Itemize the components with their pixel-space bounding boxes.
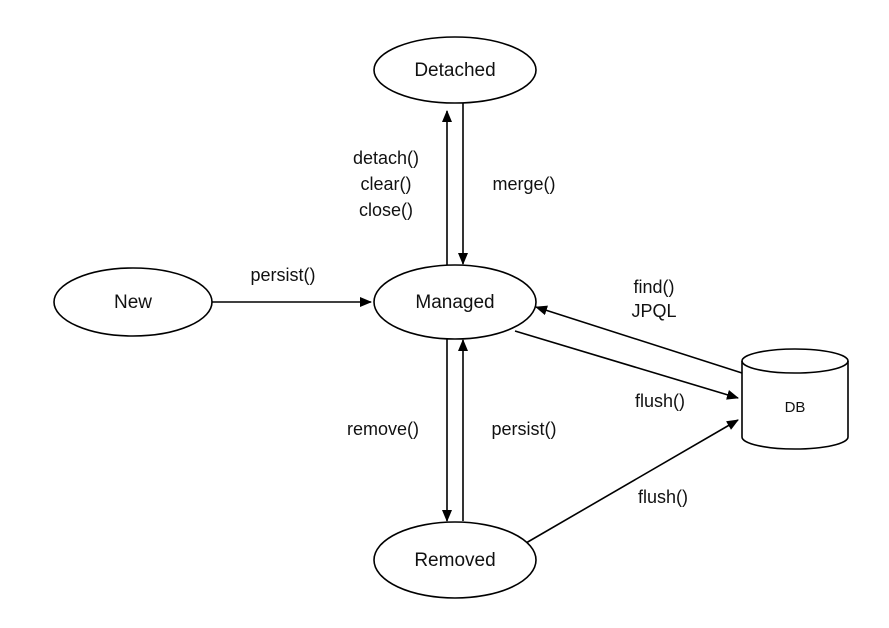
node-new-label: New — [114, 292, 152, 313]
label-clear: clear() — [360, 174, 411, 194]
edge-removed-to-db — [525, 419, 739, 544]
node-removed-label: Removed — [414, 550, 495, 571]
label-detach: detach() — [353, 148, 419, 168]
node-removed: Removed — [373, 521, 537, 599]
label-flush-managed: flush() — [635, 391, 685, 411]
node-new: New — [53, 267, 213, 337]
label-jpql: JPQL — [631, 301, 676, 321]
edge-db-to-managed — [535, 305, 743, 374]
label-remove: remove() — [347, 419, 419, 439]
label-flush-removed: flush() — [638, 487, 688, 507]
label-persist-removed: persist() — [491, 419, 556, 439]
label-detach-group: detach() clear() close() — [353, 148, 419, 220]
label-persist-new: persist() — [250, 265, 315, 285]
node-managed-label: Managed — [415, 292, 494, 313]
label-find-group: find() JPQL — [631, 277, 676, 321]
node-managed: Managed — [373, 264, 537, 340]
node-db: DB — [741, 348, 849, 450]
label-close: close() — [359, 200, 413, 220]
label-merge: merge() — [492, 174, 555, 194]
edge-managed-to-db — [514, 330, 739, 400]
node-db-label: DB — [785, 399, 806, 416]
node-detached: Detached — [373, 36, 537, 104]
node-detached-label: Detached — [414, 60, 495, 81]
label-find: find() — [633, 277, 674, 297]
